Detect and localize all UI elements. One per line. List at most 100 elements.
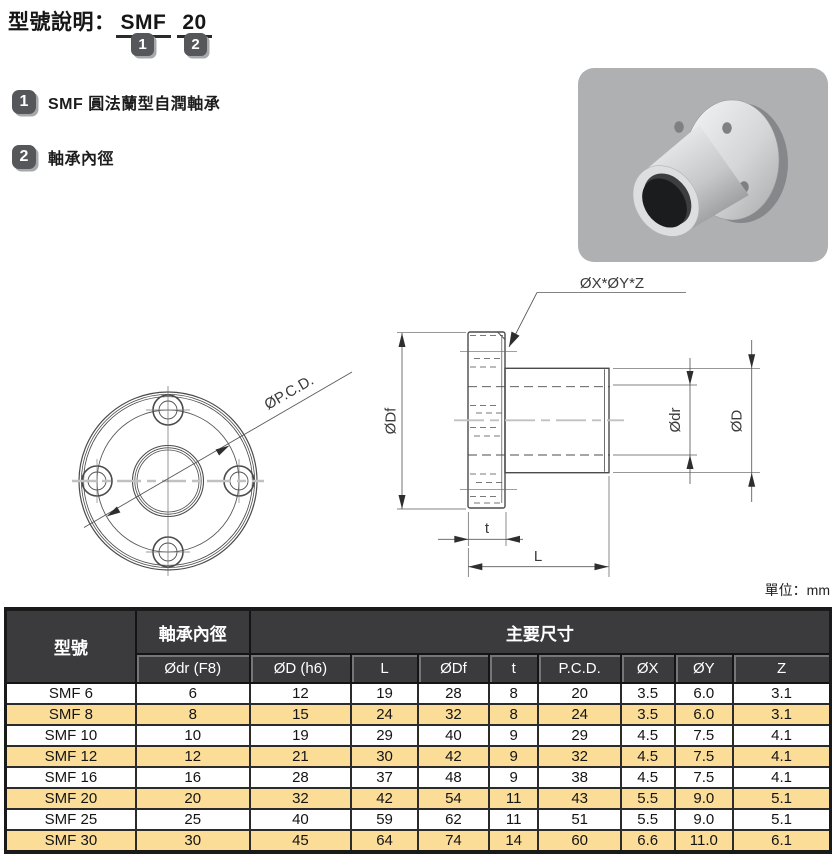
dimension-lines — [397, 292, 760, 577]
cell: 32 — [416, 703, 490, 726]
cell: 48 — [416, 766, 490, 789]
technical-drawing: ØP.C.D. — [72, 275, 760, 577]
cell: 4.1 — [732, 766, 832, 789]
cell-model: SMF 8 — [4, 703, 137, 726]
col-header-model: 型號 — [4, 608, 137, 684]
cell: 20 — [134, 787, 251, 810]
cell: 5.1 — [732, 808, 832, 831]
dim-label-flange-dia: ØDf — [383, 407, 400, 435]
cell: 6 — [134, 682, 251, 705]
cell: 10 — [134, 724, 251, 747]
cell: 3.5 — [619, 703, 676, 726]
cell: 7.5 — [673, 745, 735, 768]
col-header-main-dimensions: 主要尺寸 — [248, 608, 832, 655]
flange-hole — [674, 121, 684, 133]
legend-item-2: 2 軸承內徑 — [12, 145, 114, 169]
cell-model: SMF 12 — [4, 745, 137, 768]
subheader-d: ØD (h6) — [248, 653, 353, 684]
cell: 40 — [416, 724, 490, 747]
cell-model: SMF 16 — [4, 766, 137, 789]
cell: 19 — [350, 682, 419, 705]
cell: 5.5 — [619, 808, 676, 831]
cell-model: SMF 6 — [4, 682, 137, 705]
subheader-df: ØDf — [416, 653, 490, 684]
cell: 21 — [248, 745, 353, 768]
subheader-y: ØY — [673, 653, 735, 684]
cell: 8 — [134, 703, 251, 726]
cell-model: SMF 20 — [4, 787, 137, 810]
legend-item-1: 1 SMF 圓法蘭型自潤軸承 — [12, 90, 220, 114]
cell: 4.1 — [732, 745, 832, 768]
cell: 11 — [487, 787, 540, 810]
cell: 54 — [416, 787, 490, 810]
cell: 20 — [537, 682, 622, 705]
model-size: 20 — [177, 11, 212, 38]
title-badge-1: 1 — [131, 33, 154, 56]
cell: 32 — [537, 745, 622, 768]
title-badge-2: 2 — [184, 33, 207, 56]
cell: 4.1 — [732, 724, 832, 747]
cell: 24 — [350, 703, 419, 726]
cell: 42 — [416, 745, 490, 768]
model-code: SMF — [115, 11, 172, 38]
cell-model: SMF 25 — [4, 808, 137, 831]
cell: 28 — [416, 682, 490, 705]
cell: 7.5 — [673, 724, 735, 747]
cell: 7.5 — [673, 766, 735, 789]
subheader-l: L — [350, 653, 419, 684]
cell: 62 — [416, 808, 490, 831]
legend-badge-2: 2 — [12, 145, 36, 169]
cell: 3.1 — [732, 703, 832, 726]
cell: 9 — [487, 745, 540, 768]
cell: 59 — [350, 808, 419, 831]
dim-label-outer-dia: ØD — [729, 410, 746, 433]
cell: 28 — [248, 766, 353, 789]
cell: 30 — [350, 745, 419, 768]
cell: 24 — [537, 703, 622, 726]
subheader-x: ØX — [619, 653, 676, 684]
subheader-z: Z — [732, 653, 832, 684]
cell: 38 — [537, 766, 622, 789]
cell: 19 — [248, 724, 353, 747]
cell: 30 — [134, 829, 251, 853]
cell: 29 — [350, 724, 419, 747]
cell: 4.5 — [619, 745, 676, 768]
cell: 6.0 — [673, 703, 735, 726]
cell: 3.5 — [619, 682, 676, 705]
cell: 5.5 — [619, 787, 676, 810]
table-header-row: 型號 軸承內徑 主要尺寸 — [4, 608, 832, 684]
dim-label-thickness: t — [485, 520, 490, 537]
cell: 43 — [537, 787, 622, 810]
flange-hole — [722, 122, 732, 134]
cell: 60 — [537, 829, 622, 853]
cell: 11 — [487, 808, 540, 831]
cell: 8 — [487, 703, 540, 726]
cell: 40 — [248, 808, 353, 831]
cell: 4.5 — [619, 724, 676, 747]
side-view — [454, 331, 624, 509]
subheader-t: t — [487, 653, 540, 684]
cell: 9.0 — [673, 808, 735, 831]
title-prefix: 型號說明： — [8, 11, 116, 34]
dim-label-length: L — [534, 548, 542, 565]
cell: 32 — [248, 787, 353, 810]
product-photo — [578, 68, 828, 262]
front-view — [72, 371, 353, 576]
cell: 6.1 — [732, 829, 832, 853]
bearing-bore — [642, 178, 687, 228]
cell: 6.6 — [619, 829, 676, 853]
cell: 3.1 — [732, 682, 832, 705]
table-subheader-row: Ødr (F8) ØD (h6) L ØDf t P.C.D. ØX ØY Z — [6, 653, 832, 684]
cell: 4.5 — [619, 766, 676, 789]
cell: 6.0 — [673, 682, 735, 705]
cell: 5.1 — [732, 787, 832, 810]
